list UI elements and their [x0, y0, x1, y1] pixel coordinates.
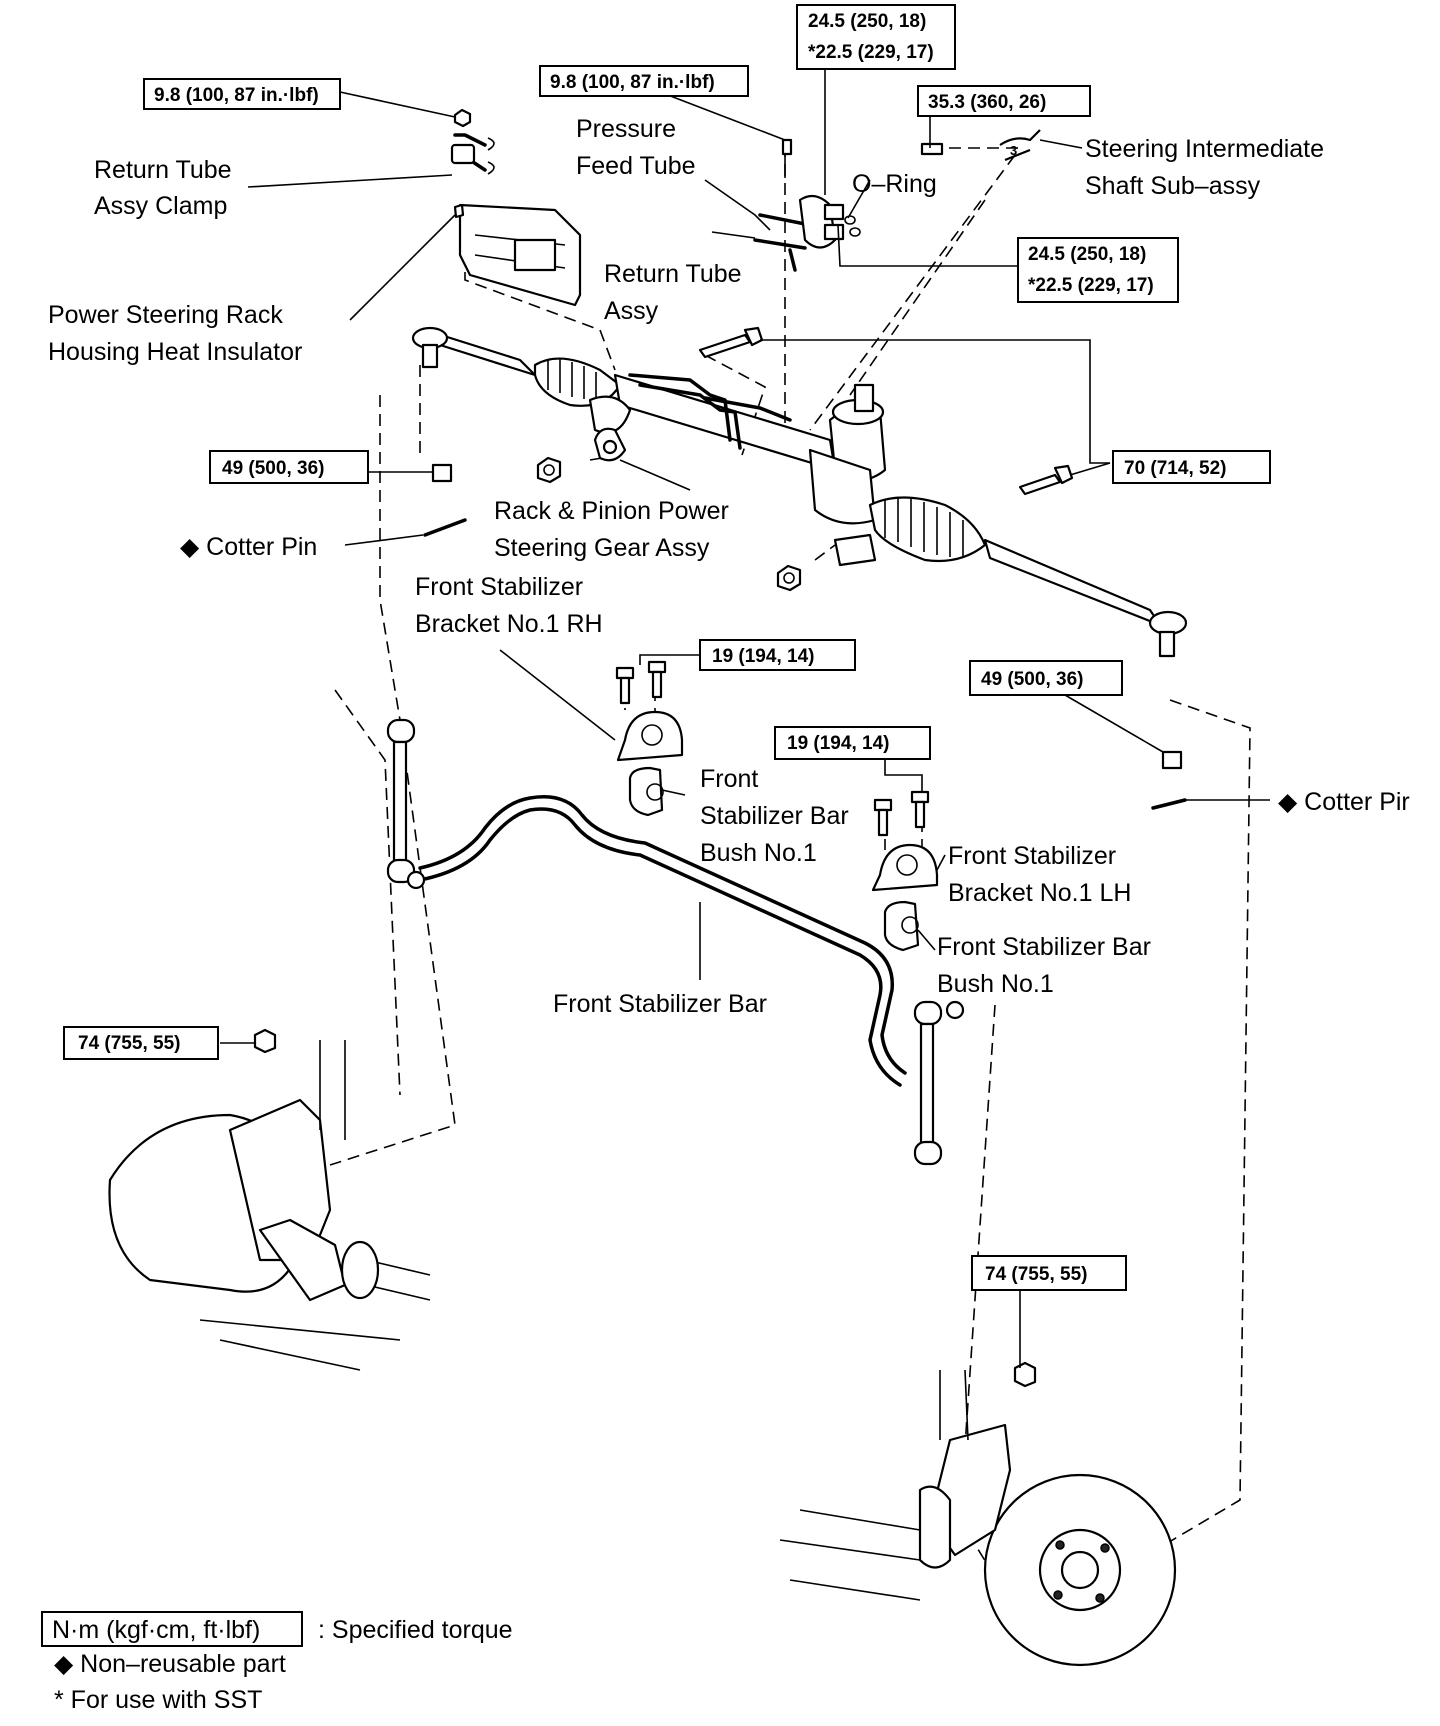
heat-insulator-drawing	[453, 203, 582, 307]
pressure-feed-tube-label-2: Feed Tube	[576, 152, 696, 180]
bracket-rh-label-2: Bracket No.1 RH	[415, 610, 603, 638]
cotter-pin-right-label: ◆ Cotter Pir	[1278, 788, 1410, 816]
torque-shaft-bolt: 35.3 (360, 26)	[928, 92, 1046, 113]
return-tube-assy-label-2: Assy	[604, 297, 659, 325]
bush-right-label-1: Front Stabilizer Bar	[937, 933, 1151, 961]
return-tube-clamp-label-2: Assy Clamp	[94, 192, 227, 220]
heat-insulator-label-2: Housing Heat Insulator	[48, 338, 302, 366]
part-labels: Return Tube Assy Clamp Power Steering Ra…	[48, 115, 1410, 1018]
bush-left-label-2: Stabilizer Bar	[700, 802, 849, 830]
legend-unit-box: N·m (kgf·cm, ft·lbf)	[52, 1616, 260, 1644]
rack-pinion-label-2: Steering Gear Assy	[494, 534, 710, 562]
brackets-and-bushes-drawing	[615, 660, 939, 952]
torque-bracket-lh-bolt: 19 (194, 14)	[787, 733, 889, 754]
intermediate-shaft-drawing: 3	[920, 129, 1041, 162]
svg-text:3: 3	[1010, 143, 1017, 158]
torque-bracket-rh-bolt: 19 (194, 14)	[712, 646, 814, 667]
leader-lines	[220, 65, 1270, 1368]
torque-rack-bolt: 70 (714, 52)	[1124, 458, 1226, 479]
torque-link-right: 74 (755, 55)	[985, 1264, 1087, 1285]
intermediate-shaft-label-2: Shaft Sub–assy	[1085, 172, 1261, 200]
torque-specs: 9.8 (100, 87 in.·lbf) 9.8 (100, 87 in.·l…	[63, 4, 1271, 1291]
torque-feed-tube-bolt: 9.8 (100, 87 in.·lbf)	[550, 72, 715, 93]
legend-sst: * For use with SST	[54, 1686, 262, 1714]
rack-pinion-label-1: Rack & Pinion Power	[494, 497, 729, 525]
legend-unit-desc: : Specified torque	[318, 1616, 513, 1644]
heat-insulator-label-1: Power Steering Rack	[48, 301, 283, 329]
bracket-rh-label-1: Front Stabilizer	[415, 573, 583, 601]
bracket-lh-label-1: Front Stabilizer	[948, 842, 1116, 870]
front-stabilizer-bar-drawing	[386, 718, 965, 1166]
torque-union-top-1: 24.5 (250, 18)	[808, 11, 926, 32]
intermediate-shaft-label-1: Steering Intermediate	[1085, 135, 1324, 163]
stabilizer-bar-label: Front Stabilizer Bar	[553, 990, 767, 1018]
bush-left-label-3: Bush No.1	[700, 839, 817, 867]
right-knuckle-drawing	[779, 1361, 1177, 1667]
bracket-lh-label-2: Bracket No.1 LH	[948, 879, 1131, 907]
tube-unions-drawing	[753, 138, 861, 272]
return-tube-clamp-drawing	[450, 108, 495, 175]
bush-right-label-2: Bush No.1	[937, 970, 1054, 998]
return-tube-clamp-label-1: Return Tube	[94, 156, 232, 184]
torque-link-left: 74 (755, 55)	[78, 1033, 180, 1054]
torque-union-top-2: *22.5 (229, 17)	[808, 42, 934, 63]
torque-union-mid-2: *22.5 (229, 17)	[1028, 275, 1154, 296]
torque-tie-rod-left: 49 (500, 36)	[222, 458, 324, 479]
pressure-feed-tube-label-1: Pressure	[576, 115, 676, 143]
o-ring-label: O–Ring	[852, 170, 937, 198]
legend: N·m (kgf·cm, ft·lbf) : Specified torque …	[41, 1611, 513, 1714]
cotter-pin-left-label: ◆ Cotter Pin	[180, 533, 317, 561]
return-tube-assy-label-1: Return Tube	[604, 260, 742, 288]
torque-tie-rod-right: 49 (500, 36)	[981, 669, 1083, 690]
left-knuckle-drawing	[108, 1028, 431, 1371]
torque-clamp-nut: 9.8 (100, 87 in.·lbf)	[154, 85, 319, 106]
torque-union-mid-1: 24.5 (250, 18)	[1028, 244, 1146, 265]
bush-left-label-1: Front	[700, 765, 758, 793]
legend-non-reusable: ◆ Non–reusable part	[54, 1650, 286, 1678]
rack-and-pinion-drawing	[411, 326, 1188, 810]
